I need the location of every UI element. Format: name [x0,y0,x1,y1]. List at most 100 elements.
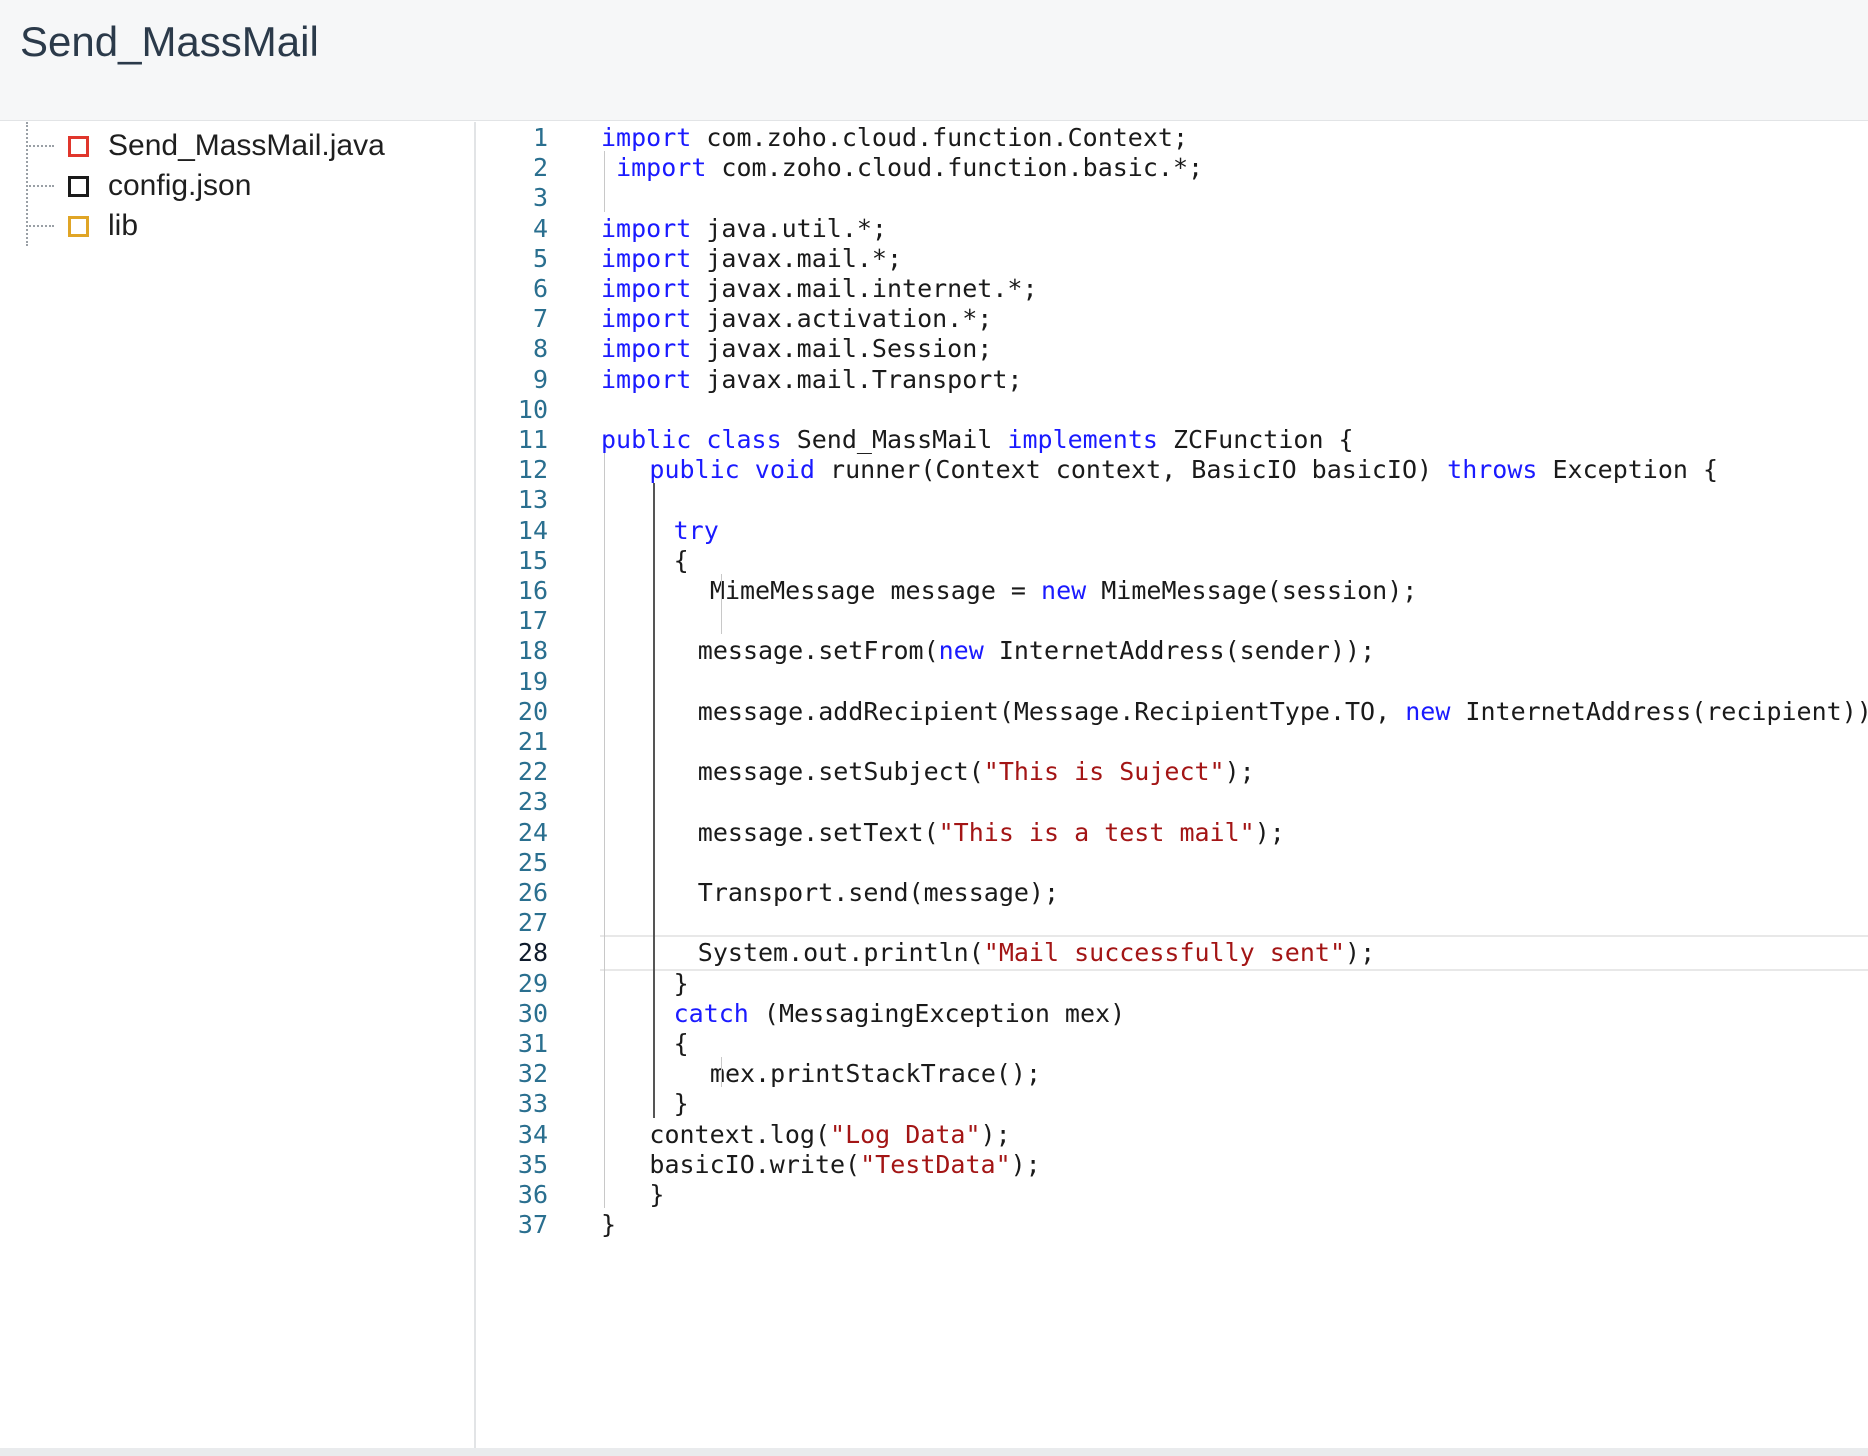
line-number: 34 [517,1119,548,1149]
code-token: InternetAddress(recipient)); [1450,696,1868,726]
code-line[interactable]: 23 [478,784,1868,820]
keyword-token: public [649,455,740,485]
code-line[interactable]: 17 [478,603,1868,639]
code-text: import javax.activation.*; [601,301,992,337]
code-token: { [673,545,689,575]
code-line[interactable]: 13 [478,482,1868,518]
keyword-token: class [706,425,782,454]
code-token: } [673,968,689,998]
keyword-token: import [601,213,692,243]
code-line[interactable]: 29} [478,966,1868,1002]
code-token: ); [1345,938,1376,968]
code-line[interactable]: 4 import java.util.*; [478,211,1868,247]
code-text: } [674,966,689,1002]
code-line[interactable]: 34 context.log("Log Data"); [478,1117,1868,1153]
code-token: { [673,1029,689,1058]
code-text: { [674,1026,689,1062]
code-token: } [673,1089,689,1119]
code-line[interactable]: 15{ [478,543,1868,579]
code-token: runner(Context context, BasicIO basicIO) [814,455,1448,485]
code-line[interactable]: 30 catch (MessagingException mex) [478,996,1868,1032]
keyword-token: catch [673,998,749,1028]
line-number: 33 [517,1089,548,1119]
code-token: Send_MassMail [781,425,1008,454]
code-line[interactable]: 19 [478,664,1868,700]
code-token: } [649,1180,665,1209]
code-token: javax.activation.*; [691,304,993,334]
code-line[interactable]: 37} [478,1207,1868,1243]
file-tree-item-send-massmail-java[interactable]: Send_MassMail.java [26,124,385,168]
line-number: 24 [517,817,548,847]
code-text: context.log("Log Data"); [649,1117,1010,1153]
code-token: com.zoho.cloud.function.basic.*; [706,153,1204,183]
indent-guide [721,574,722,635]
code-token: message.setFrom( [697,636,939,666]
code-text: } [674,1086,689,1122]
file-tree-item-lib[interactable]: lib [26,204,138,248]
code-text: message.setSubject("This is Suject"); [698,754,1255,790]
line-number: 2 [532,153,548,183]
file-tree-item-config-json[interactable]: config.json [26,164,251,208]
keyword-token: throws [1447,455,1538,485]
code-text: import com.zoho.cloud.function.basic.*; [601,150,1203,186]
keyword-token: import [601,334,692,364]
line-number: 30 [517,998,548,1028]
code-text: catch (MessagingException mex) [674,996,1126,1032]
indent-guide [653,483,655,1118]
file-json-icon [68,175,89,197]
code-line[interactable]: 2 import com.zoho.cloud.function.basic.*… [478,150,1868,186]
code-line[interactable]: 27 [478,905,1868,941]
line-number: 18 [517,636,548,666]
code-line[interactable]: 3 [478,180,1868,216]
code-token: ); [1224,757,1255,787]
code-text: } [649,1177,664,1213]
code-text: basicIO.write("TestData"); [649,1147,1040,1183]
code-token: javax.mail.*; [691,243,903,273]
code-line[interactable]: 33} [478,1086,1868,1122]
code-text: import java.util.*; [601,211,887,247]
page-title: Send_MassMail [20,18,319,65]
code-text: MimeMessage message = new MimeMessage(se… [710,573,1417,609]
keyword-token: import [601,274,692,303]
code-line[interactable]: 21 [478,724,1868,760]
line-number: 13 [517,485,548,515]
keyword-token: implements [1007,425,1158,454]
code-line[interactable]: 25 [478,845,1868,881]
code-text: { [674,543,689,579]
code-text: try [674,513,719,549]
keyword-token: new [1041,576,1087,605]
file-java-icon [68,135,89,157]
line-number: 5 [532,243,548,273]
tree-guide-line [26,122,28,246]
line-number: 11 [517,425,548,454]
line-number: 4 [532,213,548,243]
code-token: } [601,1210,617,1240]
code-line[interactable]: 36} [478,1177,1868,1213]
code-token: context.log( [649,1119,831,1149]
code-token: message.setText( [697,817,939,847]
keyword-token: import [601,304,692,334]
code-line[interactable]: 10 [478,392,1868,428]
code-line[interactable]: 31{ [478,1026,1868,1062]
line-number: 32 [517,1059,548,1089]
keyword-token: new [1405,696,1451,726]
